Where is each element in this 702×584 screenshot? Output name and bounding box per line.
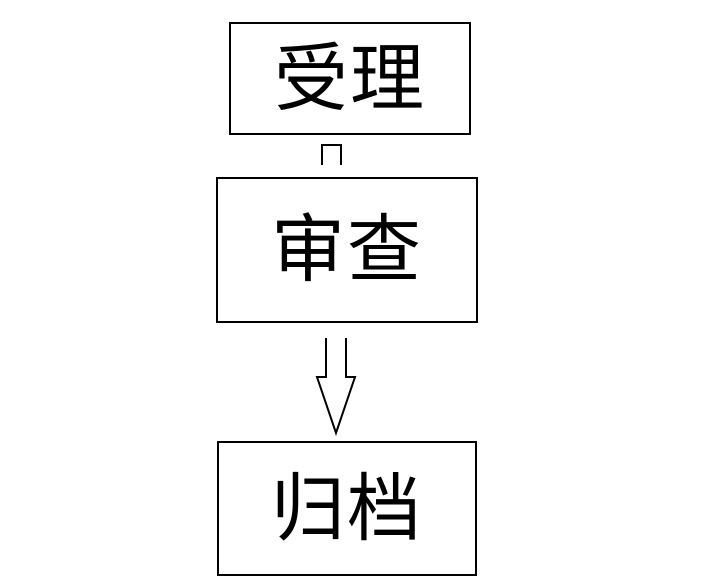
step-label-accept: 受理 bbox=[274, 35, 426, 122]
step-label-review: 审查 bbox=[271, 207, 423, 293]
step-label-archive: 归档 bbox=[271, 465, 423, 552]
arrow-accept-to-review bbox=[321, 144, 342, 165]
step-box-archive: 归档 bbox=[217, 441, 477, 576]
step-box-review: 审查 bbox=[216, 177, 478, 323]
arrow-review-to-archive bbox=[315, 338, 357, 437]
step-box-accept: 受理 bbox=[229, 22, 471, 135]
